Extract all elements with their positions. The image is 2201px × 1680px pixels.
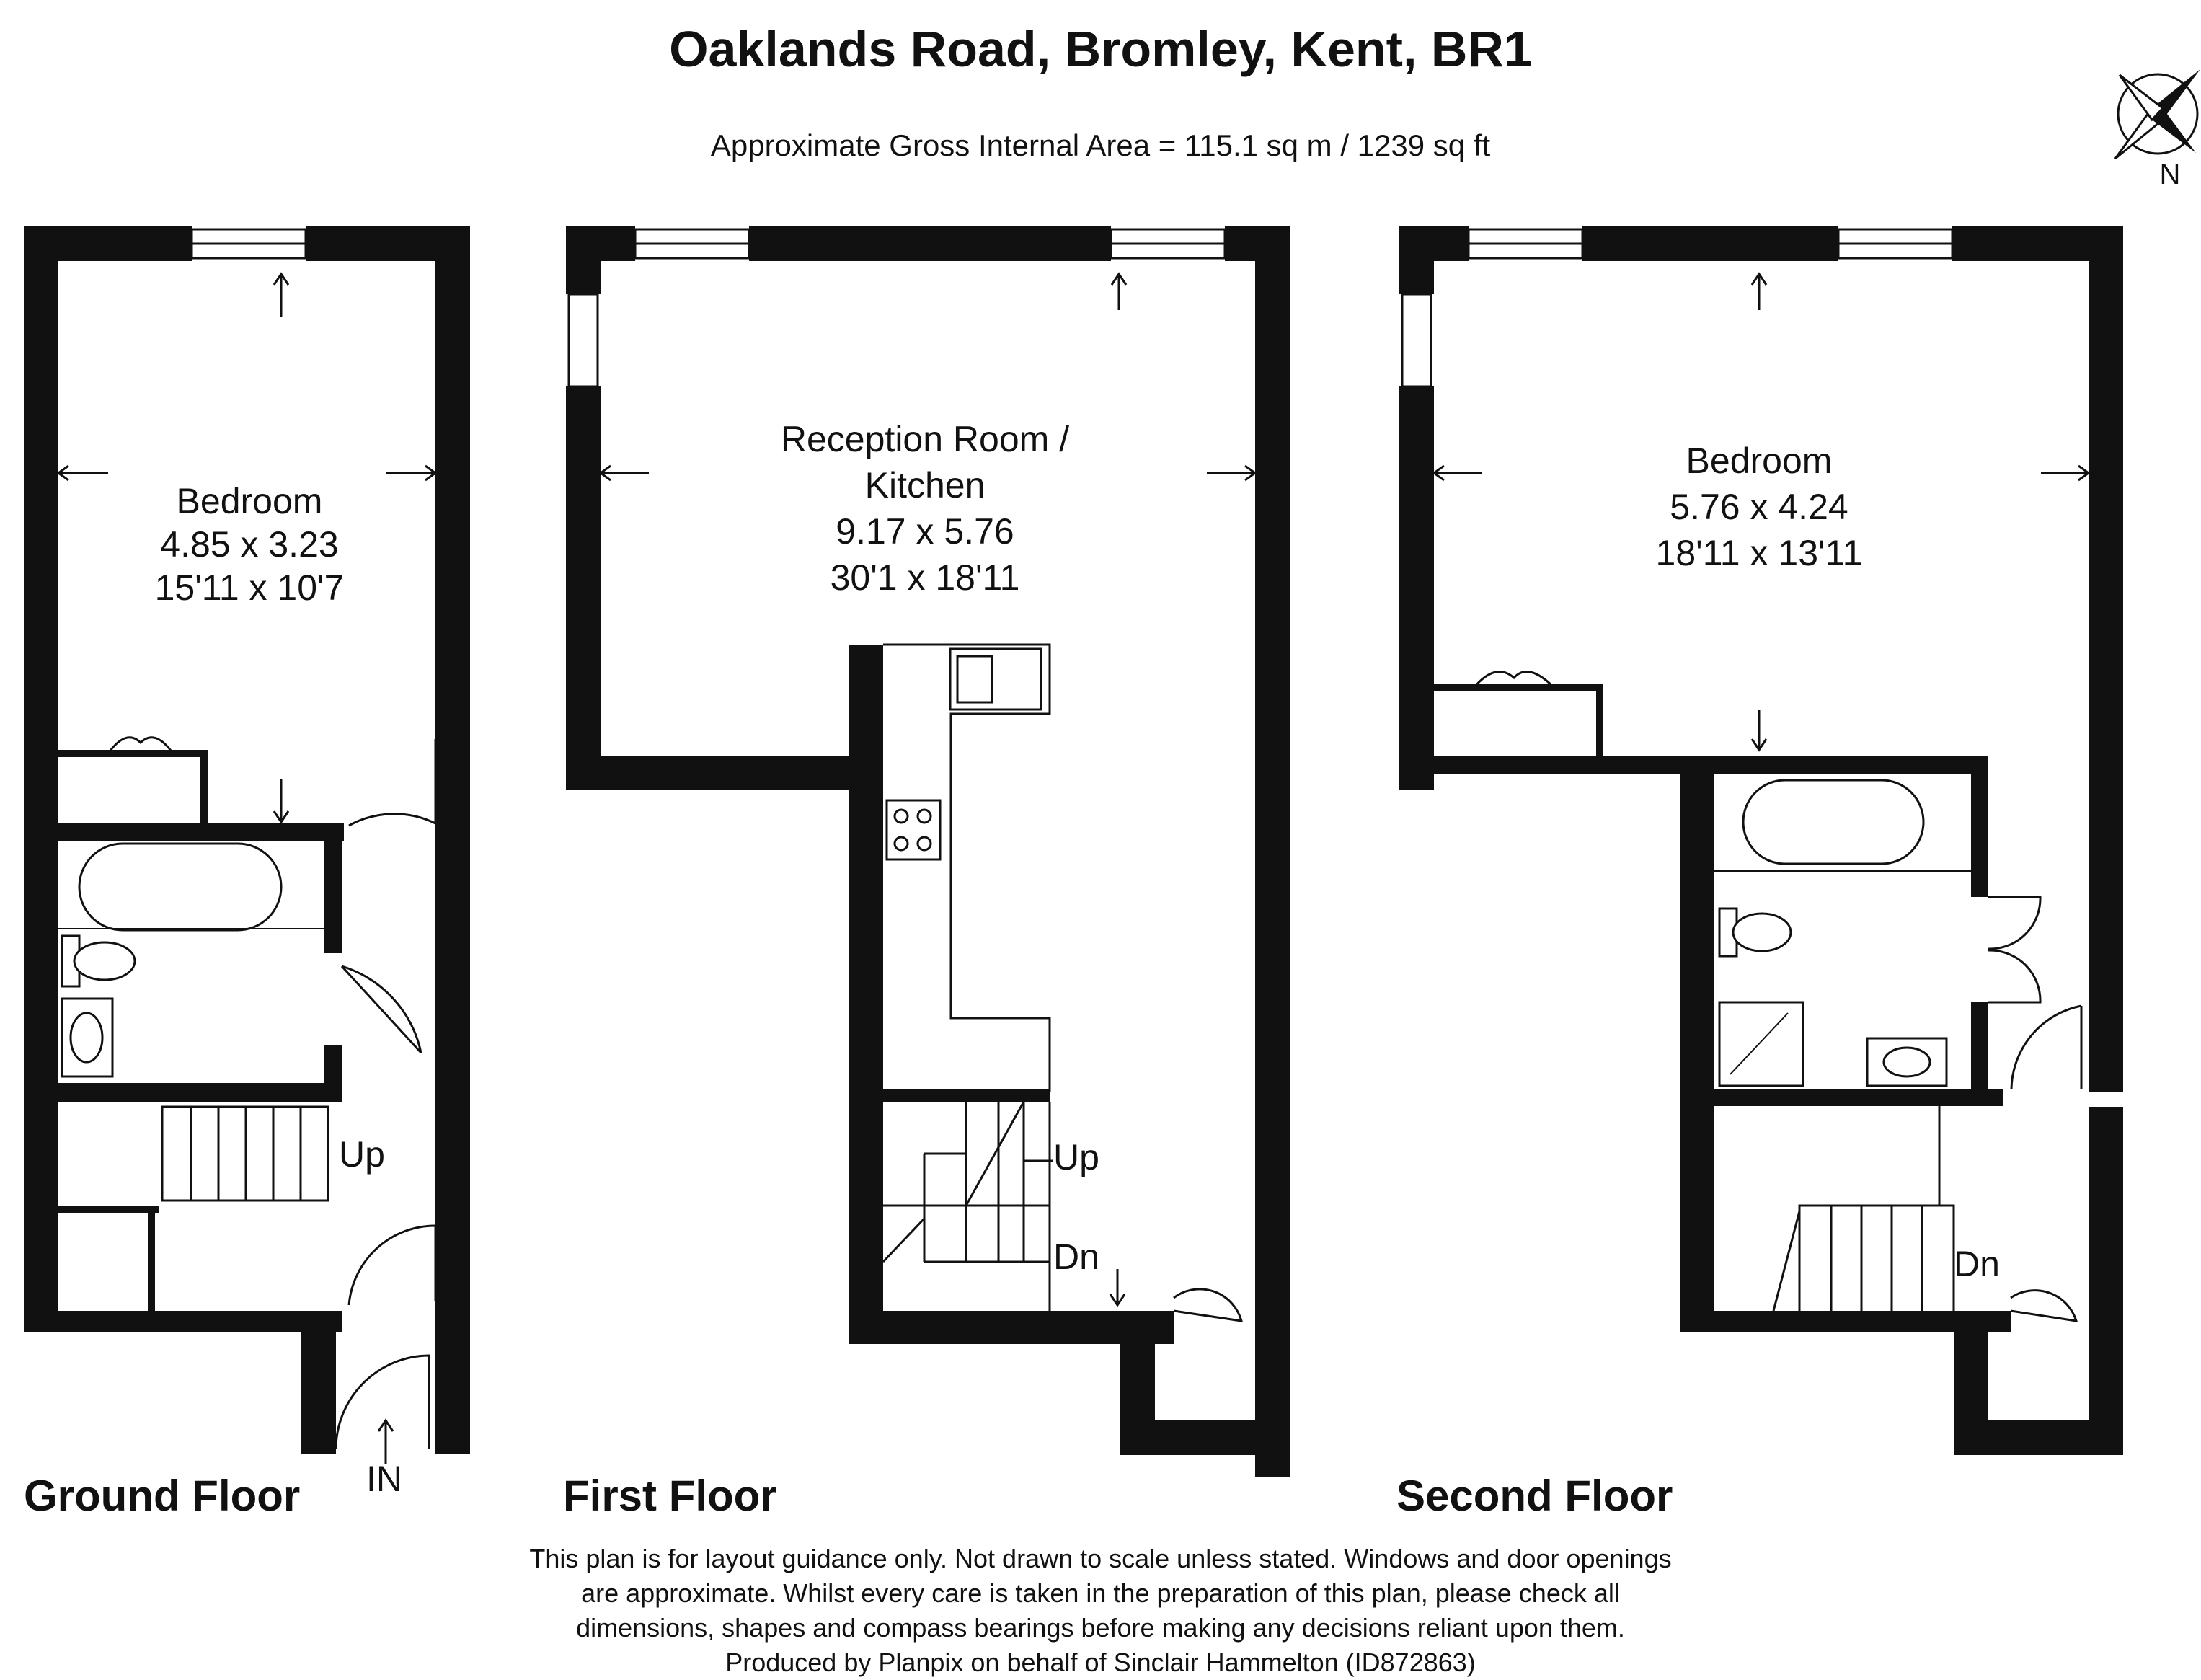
wall [1399,386,1434,790]
wall [301,1332,336,1454]
staircase [1772,1106,1955,1315]
wall [2089,1107,2123,1332]
wall [883,1089,1050,1102]
first-floor-title: First Floor [563,1472,777,1520]
wall [324,1045,342,1102]
wall [200,750,208,829]
second-bedroom-metric: 5.76 x 4.24 [1670,487,1848,527]
wall [2089,1319,2123,1455]
first-room-name-line2: Kitchen [865,465,986,505]
wall [1971,756,1988,897]
wall [58,1206,159,1213]
ground-stair-up-label: Up [339,1134,385,1175]
compass-rose-icon: N [2114,69,2200,190]
first-floor-plan: Reception Room / Kitchen 9.17 x 5.76 30'… [566,226,1290,1477]
wall [849,645,883,1344]
wall [1255,226,1290,1477]
first-stair-down-label: Dn [1053,1237,1099,1277]
disclaimer-line: are approximate. Whilst every care is ta… [581,1578,1620,1608]
wall [435,1311,470,1332]
wall [58,750,206,757]
gross-area-subtitle: Approximate Gross Internal Area = 115.1 … [710,128,1491,162]
wall [1255,1319,1290,1455]
wall [58,1083,342,1102]
ground-bedroom-imperial: 15'11 x 10'7 [155,567,345,608]
wall [324,823,342,953]
staircase [161,1105,329,1202]
ground-floor-plan: Bedroom 4.85 x 3.23 15'11 x 10'7 Up IN [24,226,470,1499]
window [1401,293,1432,388]
ground-floor-title: Ground Floor [24,1472,301,1520]
entrance-label: IN [366,1459,402,1499]
second-floor-title: Second Floor [1396,1472,1673,1520]
hob [885,799,942,861]
wall [24,226,58,1318]
bathtub [78,842,283,932]
wall [24,1311,342,1332]
wall [435,226,470,1318]
wall [1680,1089,2003,1106]
wall [566,756,883,790]
wall [1434,684,1603,691]
wall [435,1332,470,1454]
wall [1680,756,1714,1332]
ground-bedroom-name: Bedroom [177,481,323,521]
first-room-metric: 9.17 x 5.76 [836,511,1014,552]
wall [566,226,601,294]
toilet [73,941,136,981]
compass-north-label: N [2160,159,2181,190]
wall [1971,1002,1988,1099]
second-floor-plan: Bedroom 5.76 x 4.24 18'11 x 13'11 Dn [1399,226,2123,1455]
second-bedroom-imperial: 18'11 x 13'11 [1656,533,1863,573]
wall [1596,684,1603,756]
wall [566,386,601,790]
wall [1582,226,1838,261]
first-room-imperial: 30'1 x 18'11 [831,557,1020,598]
toilet [1732,912,1792,952]
staircase [882,1101,1051,1311]
window [567,293,599,388]
wall [2089,226,2123,1092]
plan-title: Oaklands Road, Bromley, Kent, BR1 [669,21,1532,77]
ground-bedroom-metric: 4.85 x 3.23 [160,524,338,565]
bathtub [1742,779,1925,865]
disclaimer-line: This plan is for layout guidance only. N… [529,1544,1672,1573]
wall [148,1206,155,1312]
disclaimer-line: dimensions, shapes and compass bearings … [576,1613,1625,1643]
wall [749,226,1111,261]
wall [1399,226,1434,294]
second-bedroom-name: Bedroom [1686,441,1833,481]
disclaimer: This plan is for layout guidance only. N… [0,1542,2201,1680]
first-stair-up-label: Up [1053,1137,1099,1177]
second-stair-down-label: Dn [1954,1244,2000,1284]
wall [849,1311,1174,1344]
disclaimer-line: Produced by Planpix on behalf of Sinclai… [725,1648,1476,1677]
first-room-name-line1: Reception Room / [781,419,1069,459]
